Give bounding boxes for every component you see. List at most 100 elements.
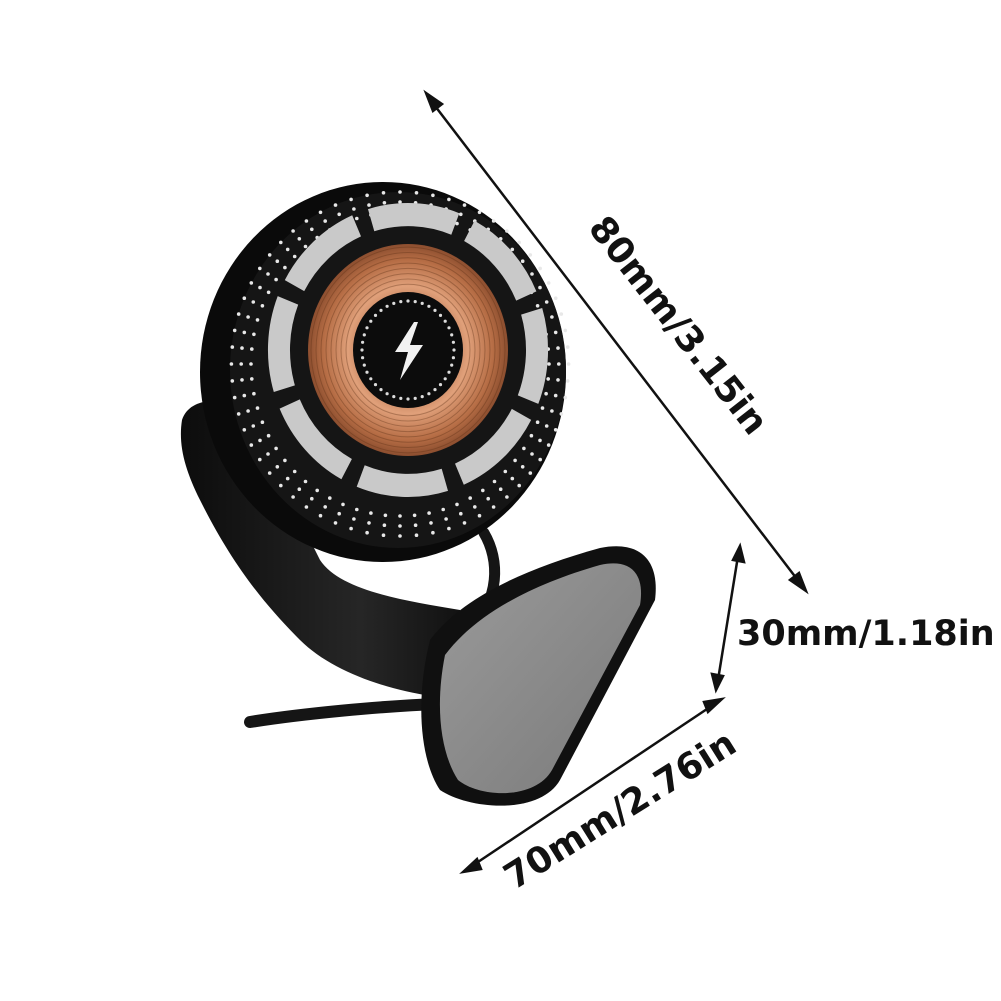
- led-dot: [491, 219, 496, 223]
- led-dot: [337, 212, 342, 217]
- height-arrowhead-top: [731, 542, 746, 564]
- led-dot: [459, 511, 463, 516]
- center-dot: [450, 363, 454, 367]
- center-dot: [385, 392, 389, 396]
- led-dot: [398, 514, 402, 518]
- led-dot: [563, 328, 568, 333]
- led-dot: [260, 304, 265, 308]
- led-dot: [266, 452, 270, 456]
- led-dot: [275, 465, 280, 469]
- diagonal-arrowhead-bottom: [787, 570, 809, 595]
- center-dot: [392, 301, 396, 305]
- led-dot: [553, 393, 558, 398]
- led-dot: [382, 201, 387, 205]
- center-dot: [427, 392, 431, 396]
- led-dot: [292, 254, 297, 259]
- coil-ring: [320, 257, 496, 443]
- led-dot: [249, 281, 254, 285]
- led-dot: [303, 244, 308, 249]
- led-dot: [491, 505, 496, 509]
- led-dot: [255, 406, 260, 410]
- height-dimension-line: [716, 555, 740, 681]
- led-dot: [441, 507, 446, 512]
- width-arrowhead-top: [702, 697, 726, 715]
- led-dot: [486, 496, 491, 501]
- led-dot: [365, 530, 369, 535]
- led-dot: [383, 513, 388, 518]
- led-dot: [258, 438, 262, 443]
- led-dot: [462, 521, 467, 525]
- led-dot: [447, 197, 451, 202]
- center-dot: [427, 304, 431, 308]
- led-dot: [398, 524, 402, 528]
- led-dot: [477, 210, 482, 215]
- center-dot: [451, 356, 455, 360]
- led-dot: [297, 487, 302, 492]
- led-dot: [505, 495, 509, 499]
- led-dot: [232, 395, 237, 400]
- led-dot: [505, 229, 509, 233]
- led-dot: [462, 203, 467, 207]
- led-dot: [565, 345, 570, 349]
- led-dot: [323, 505, 328, 509]
- led-dot: [242, 330, 247, 335]
- adhesive-plate: [439, 563, 642, 794]
- led-dot: [310, 227, 314, 232]
- led-dot: [240, 378, 244, 382]
- led-dot: [544, 391, 548, 396]
- led-dot: [236, 312, 241, 316]
- led-dot: [553, 296, 558, 301]
- led-dot: [352, 207, 356, 211]
- coil-ring: [310, 246, 506, 454]
- led-dot: [468, 496, 473, 500]
- led-dot: [242, 428, 247, 432]
- led-dot: [412, 513, 417, 518]
- led-dot: [503, 469, 508, 474]
- led-dot: [510, 476, 515, 481]
- center-dot: [365, 370, 369, 374]
- coil-ring: [345, 283, 471, 417]
- led-dot: [431, 193, 435, 198]
- led-dot: [566, 362, 571, 366]
- center-dot: [373, 383, 378, 387]
- usb-cable: [244, 698, 446, 728]
- led-dot: [431, 530, 435, 535]
- led-dot-ring: [229, 190, 571, 538]
- coil-ring: [335, 273, 481, 427]
- led-dot: [318, 210, 323, 215]
- led-dot: [414, 191, 419, 195]
- led-dot: [275, 259, 280, 264]
- led-dot: [323, 219, 328, 223]
- led-dot: [381, 533, 386, 537]
- led-dot: [553, 330, 558, 335]
- led-dot: [455, 221, 459, 226]
- led-dot: [550, 315, 554, 319]
- led-dot: [427, 511, 431, 515]
- center-dot: [452, 348, 456, 352]
- led-dot: [382, 523, 387, 527]
- led-dot: [538, 438, 542, 443]
- led-dot: [250, 347, 254, 351]
- center-dot: [443, 377, 447, 381]
- center-dot: [447, 326, 451, 330]
- center-dot: [438, 383, 443, 387]
- led-dot: [530, 272, 534, 276]
- led-dot: [522, 446, 526, 451]
- led-dot: [447, 526, 451, 531]
- magnet-pad: [267, 296, 299, 392]
- led-dot: [556, 378, 560, 382]
- coil-ring: [340, 278, 476, 422]
- center-dot: [406, 397, 410, 401]
- height-dimension-label: 30mm/1.18in: [737, 614, 995, 654]
- center-dot: [438, 313, 443, 317]
- led-dot: [337, 511, 342, 516]
- led-dot: [538, 285, 542, 290]
- led-dot: [266, 290, 271, 295]
- width-arrowhead-bottom: [459, 856, 483, 874]
- led-dot: [544, 300, 549, 304]
- magnet-pad: [284, 215, 361, 292]
- center-dot: [361, 340, 365, 344]
- led-dot: [249, 443, 254, 447]
- led-dot: [398, 200, 402, 204]
- center-dot: [379, 388, 383, 392]
